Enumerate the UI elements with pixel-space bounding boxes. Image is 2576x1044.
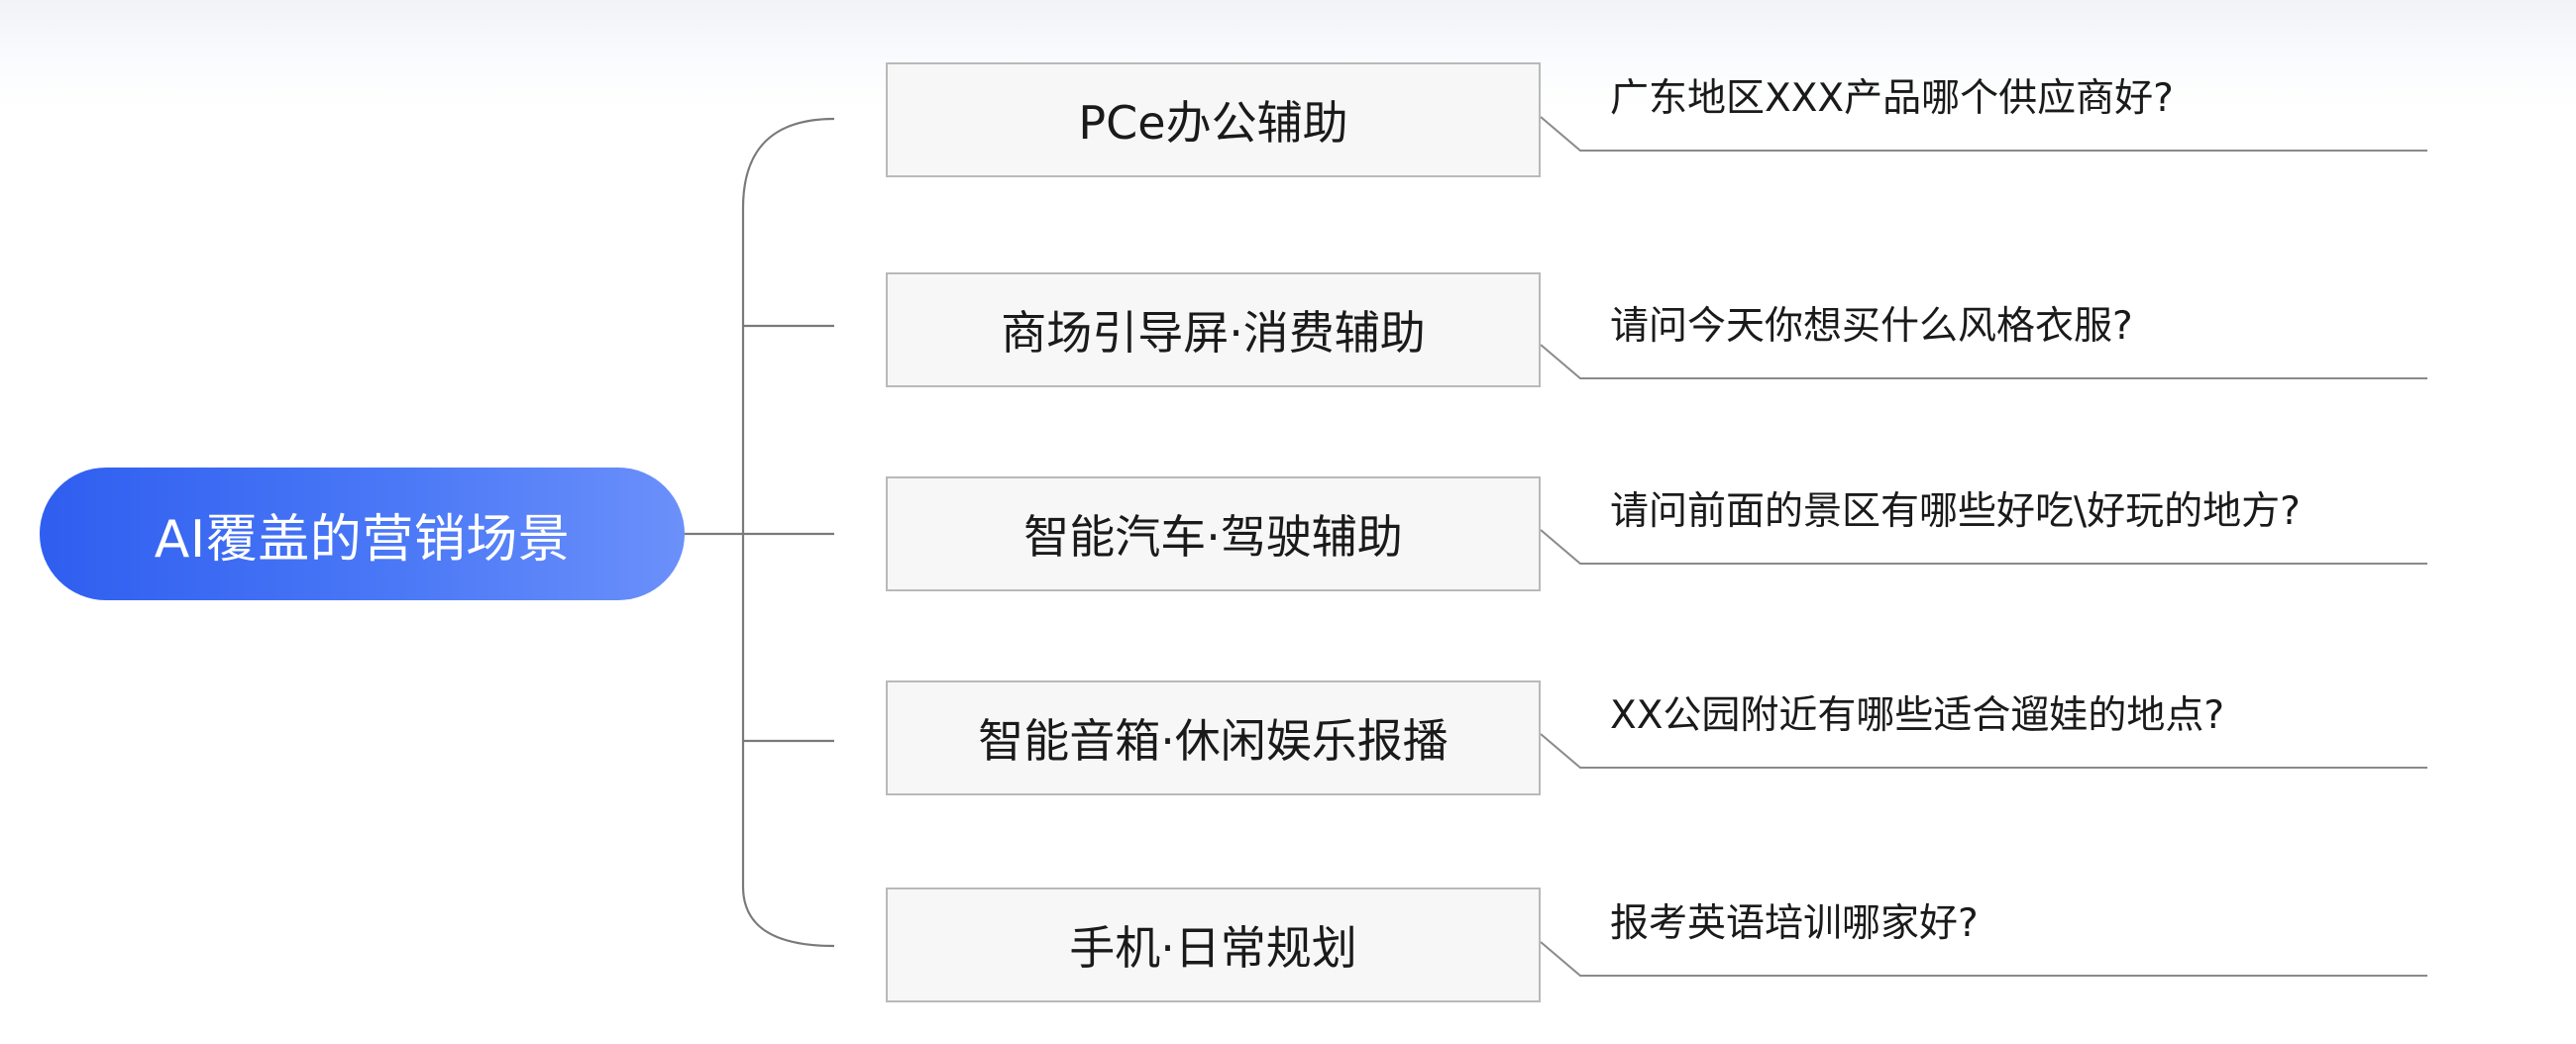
question-leader-3 — [1540, 733, 2427, 769]
question-leader-2 — [1540, 529, 2427, 565]
trunk-bracket — [741, 117, 835, 948]
example-question-smart-car: 请问前面的景区有哪些好吃\好玩的地方? — [1610, 489, 2301, 534]
branch-node-pc-office: PCe办公辅助 — [886, 62, 1541, 177]
branch-node-smart-speaker: 智能音箱·休闲娱乐报播 — [886, 680, 1541, 795]
branch-node-smart-car: 智能汽车·驾驶辅助 — [886, 476, 1541, 591]
example-question-mall-screen: 请问今天你想买什么风格衣服? — [1610, 304, 2133, 349]
question-leader-4 — [1540, 941, 2427, 977]
example-question-smart-speaker: XX公园附近有哪些适合遛娃的地点? — [1610, 693, 2225, 738]
question-leader-0 — [1540, 116, 2427, 152]
question-leader-1 — [1540, 344, 2427, 379]
example-question-mobile: 报考英语培训哪家好? — [1610, 901, 1979, 946]
branch-node-mobile: 手机·日常规划 — [886, 887, 1541, 1002]
example-question-pc-office: 广东地区XXX产品哪个供应商好? — [1610, 76, 2174, 121]
root-node: AI覆盖的营销场景 — [40, 468, 685, 600]
branch-node-mall-screen: 商场引导屏·消费辅助 — [886, 272, 1541, 387]
